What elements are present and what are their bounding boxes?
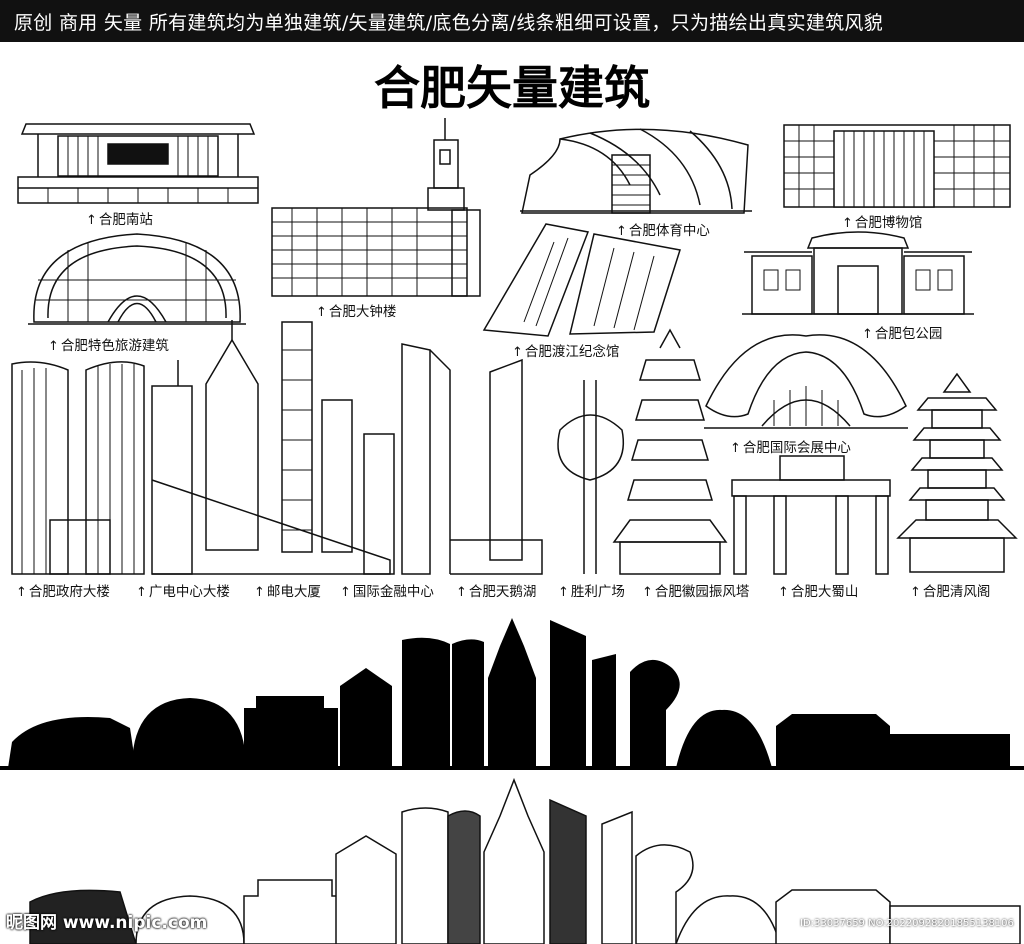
arrow-up-icon: ↑: [512, 345, 523, 360]
silhouette-skyline: [0, 618, 1024, 770]
arrow-up-icon: ↑: [16, 585, 27, 600]
label-clock-tower: ↑合肥大钟楼: [316, 300, 396, 320]
arrow-up-icon: ↑: [642, 585, 653, 600]
arrow-up-icon: ↑: [730, 441, 741, 456]
label-featured-tourism: ↑合肥特色旅游建筑: [48, 334, 169, 354]
label-dashushan: ↑合肥大蜀山: [778, 580, 858, 600]
label-qingfeng-pavilion: ↑合肥清风阁: [910, 580, 990, 600]
arrow-up-icon: ↑: [254, 585, 265, 600]
south-station-drawing: [17, 123, 259, 204]
featured-tourism-name: 合肥特色旅游建筑: [60, 338, 169, 354]
post-building-name: 邮电大厦: [266, 584, 321, 600]
banner-text: 原创 商用 矢量 所有建筑均为单独建筑/矢量建筑/底色分离/线条粗细可设置，只为…: [14, 12, 884, 34]
watermark-site: 昵图网 www.nipic.com: [6, 913, 208, 933]
qingfeng-pavilion-name: 合肥清风阁: [922, 584, 991, 600]
museum-name: 合肥博物馆: [854, 215, 923, 231]
arrow-up-icon: ↑: [48, 339, 59, 354]
label-victory-square: ↑胜利广场: [558, 580, 625, 600]
label-broadcast-center: ↑广电中心大楼: [136, 580, 230, 600]
skyline-row-drawing: [11, 320, 891, 575]
label-south-station: ↑合肥南站: [86, 208, 153, 228]
label-baogong-park: ↑合肥包公园: [862, 322, 942, 342]
page-title: 合肥矢量建筑: [374, 61, 650, 115]
south-station-name: 合肥南站: [98, 212, 153, 228]
expo-center-drawing: [704, 334, 908, 429]
gov-building-name: 合肥政府大楼: [28, 584, 110, 600]
label-gov-building: ↑合肥政府大楼: [16, 580, 110, 600]
victory-square-name: 胜利广场: [570, 584, 625, 600]
top-banner: 原创 商用 矢量 所有建筑均为单独建筑/矢量建筑/底色分离/线条粗细可设置，只为…: [0, 0, 1024, 42]
arrow-up-icon: ↑: [340, 585, 351, 600]
finance-center-name: 国际金融中心: [352, 584, 434, 600]
broadcast-center-name: 广电中心大楼: [148, 584, 230, 600]
watermark-id: ID:33037659 NO:20220928201855138106: [800, 918, 1014, 929]
dujiang-memorial-drawing: [482, 223, 681, 337]
arrow-up-icon: ↑: [616, 224, 627, 239]
arrow-up-icon: ↑: [136, 585, 147, 600]
label-swan-lake: ↑合肥天鹅湖: [456, 580, 536, 600]
dujiang-memorial-name: 合肥渡江纪念馆: [524, 344, 620, 360]
label-museum: ↑合肥博物馆: [842, 211, 922, 231]
label-expo-center: ↑合肥国际会展中心: [730, 436, 851, 456]
sports-center-name: 合肥体育中心: [628, 223, 710, 239]
sports-center-drawing: [520, 128, 752, 214]
museum-drawing: [783, 124, 1011, 208]
arrow-up-icon: ↑: [558, 585, 569, 600]
arrow-up-icon: ↑: [842, 216, 853, 231]
label-sports-center: ↑合肥体育中心: [616, 219, 710, 239]
featured-tourism-drawing: [28, 233, 246, 325]
expo-center-name: 合肥国际会展中心: [742, 440, 851, 456]
outline-skyline: [29, 777, 1021, 944]
label-zhenfeng-pagoda: ↑合肥徽园振风塔: [642, 580, 749, 600]
arrow-up-icon: ↑: [86, 213, 97, 228]
dashushan-name: 合肥大蜀山: [790, 584, 859, 600]
arrow-up-icon: ↑: [316, 305, 327, 320]
clock-tower-drawing: [271, 118, 481, 297]
label-post-building: ↑邮电大厦: [254, 580, 321, 600]
baogong-park-drawing: [742, 231, 974, 315]
arrow-up-icon: ↑: [910, 585, 921, 600]
arrow-up-icon: ↑: [778, 585, 789, 600]
arrow-up-icon: ↑: [862, 327, 873, 342]
swan-lake-name: 合肥天鹅湖: [468, 584, 537, 600]
baogong-park-name: 合肥包公园: [874, 326, 943, 342]
arrow-up-icon: ↑: [456, 585, 467, 600]
qingfeng-pavilion-drawing: [896, 372, 1018, 573]
clock-tower-name: 合肥大钟楼: [328, 304, 397, 320]
zhenfeng-pagoda-name: 合肥徽园振风塔: [654, 584, 750, 600]
label-dujiang-memorial: ↑合肥渡江纪念馆: [512, 340, 619, 360]
label-finance-center: ↑国际金融中心: [340, 580, 434, 600]
